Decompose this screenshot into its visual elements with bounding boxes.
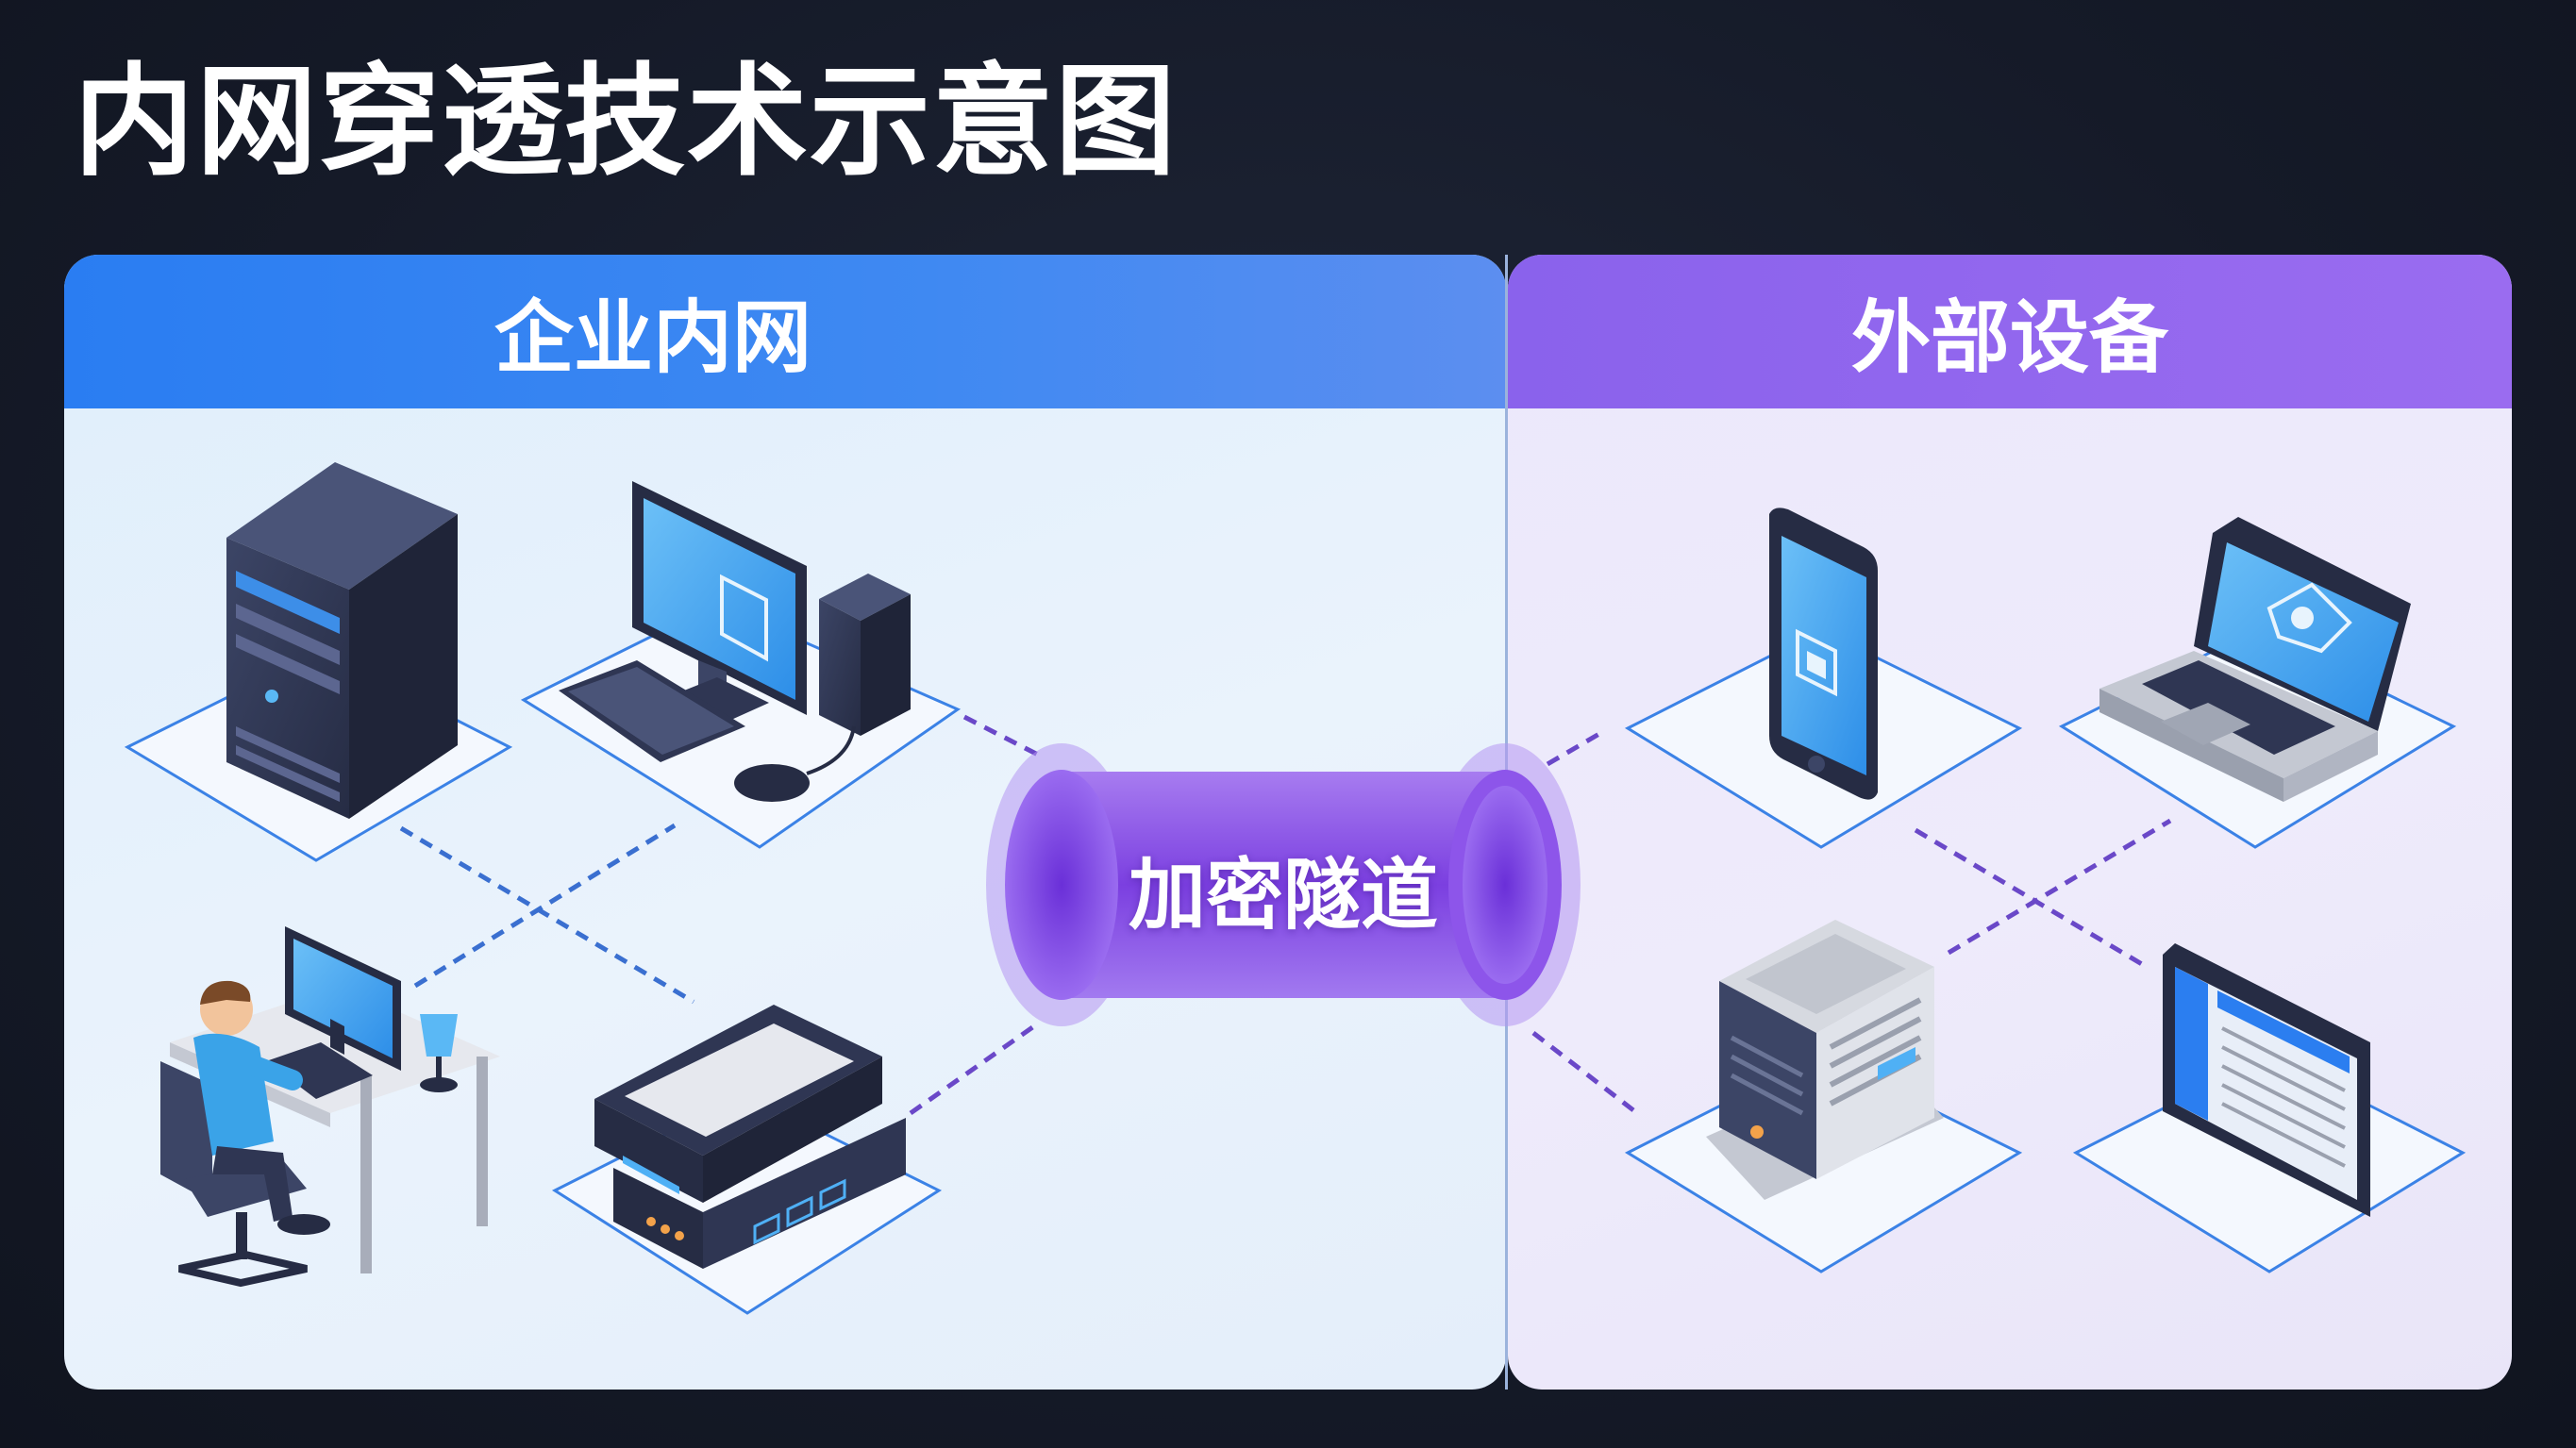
external-devices-panel-title: 外部设备 — [1850, 291, 2168, 384]
status-leds — [646, 1217, 684, 1240]
smartphone-icon — [1769, 508, 1878, 800]
connection-line — [1914, 827, 2149, 970]
connection-line — [1531, 1031, 1639, 1115]
office-worker-icon — [160, 926, 500, 1288]
page-title: 内网穿透技术示意图 — [74, 52, 1179, 192]
intranet-panel-title: 企业内网 — [493, 291, 811, 384]
network-router-icon — [594, 1005, 906, 1269]
tunnel-label: 加密隧道 — [1128, 850, 1438, 940]
connection-lines — [399, 714, 2172, 1116]
server-cabinet-icon — [1706, 920, 1944, 1200]
connection-line — [1546, 728, 1606, 767]
desktop-computer-icon — [559, 481, 911, 802]
intranet-panel-header: 企业内网 — [64, 255, 1506, 408]
tower-server-icon — [226, 462, 458, 819]
encrypted-tunnel — [986, 743, 1581, 1026]
connection-line — [413, 823, 677, 989]
connection-line — [399, 825, 695, 1005]
connection-line — [1947, 818, 2172, 956]
laptop-icon — [2099, 517, 2411, 802]
connection-line — [962, 714, 1040, 757]
tablet-icon — [2163, 943, 2370, 1217]
connection-line — [909, 1021, 1040, 1116]
external-devices-panel-header: 外部设备 — [1508, 255, 2512, 408]
